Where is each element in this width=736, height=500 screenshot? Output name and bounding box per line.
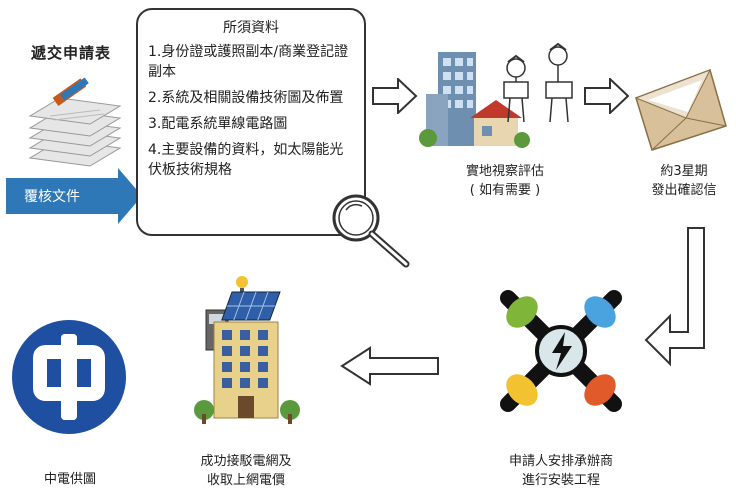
clp-logo-label: 中電供圖 (43, 472, 96, 487)
required-doc-item: 1.身份證或護照副本/商業登記證副本 (148, 44, 349, 80)
installation-line2: 進行安裝工程 (521, 473, 600, 488)
grid-connection-line1: 成功接駁電網及 (200, 454, 292, 469)
envelope-icon (634, 69, 727, 151)
confirmation-line2: 發出確認信 (651, 183, 717, 198)
review-arrow-icon (118, 168, 142, 224)
site-inspection-line1: 實地視察評估 (465, 164, 544, 179)
flow-arrow-left (340, 346, 439, 386)
submit-form-title: 遞交申請表 (30, 44, 111, 62)
solar-building-illustration (194, 276, 300, 424)
installation-workers-illustration (500, 290, 622, 412)
review-documents-bar: 覆核文件 (6, 178, 126, 214)
grid-connection-caption: 成功接駁電網及 收取上網電價 (176, 452, 316, 490)
installation-caption: 申請人安排承辦商 進行安裝工程 (486, 452, 636, 490)
installation-line1: 申請人安排承辦商 (508, 454, 613, 469)
required-documents-title: 所須資料 (223, 20, 279, 36)
confirmation-caption: 約3星期 發出確認信 (634, 162, 734, 200)
flow-arrow-right-1 (372, 78, 418, 114)
confirmation-line1: 約3星期 (660, 164, 708, 179)
site-inspection-illustration (419, 42, 573, 148)
clp-logo (12, 320, 126, 434)
required-doc-item: 4.主要設備的資料，如太陽能光伏板技術規格 (148, 142, 344, 178)
required-doc-item: 2.系統及相關設備技術圖及佈置 (148, 90, 344, 106)
site-inspection-line2: ( 如有需要 ) (469, 183, 541, 198)
required-doc-item: 3.配電系統單線電路圖 (148, 116, 288, 132)
flow-arrow-right-2 (584, 78, 630, 114)
grid-connection-line2: 收取上網電價 (206, 473, 285, 488)
site-inspection-caption: 實地視察評估 ( 如有需要 ) (430, 162, 580, 200)
magnifier-icon (332, 194, 410, 268)
required-documents-box: 所須資料 1.身份證或護照副本/商業登記證副本 2.系統及相關設備技術圖及佈置 … (136, 8, 366, 236)
flow-arrow-elbow (644, 227, 705, 367)
review-documents-label: 覆核文件 (24, 189, 80, 205)
form-stack-icon (28, 77, 122, 167)
